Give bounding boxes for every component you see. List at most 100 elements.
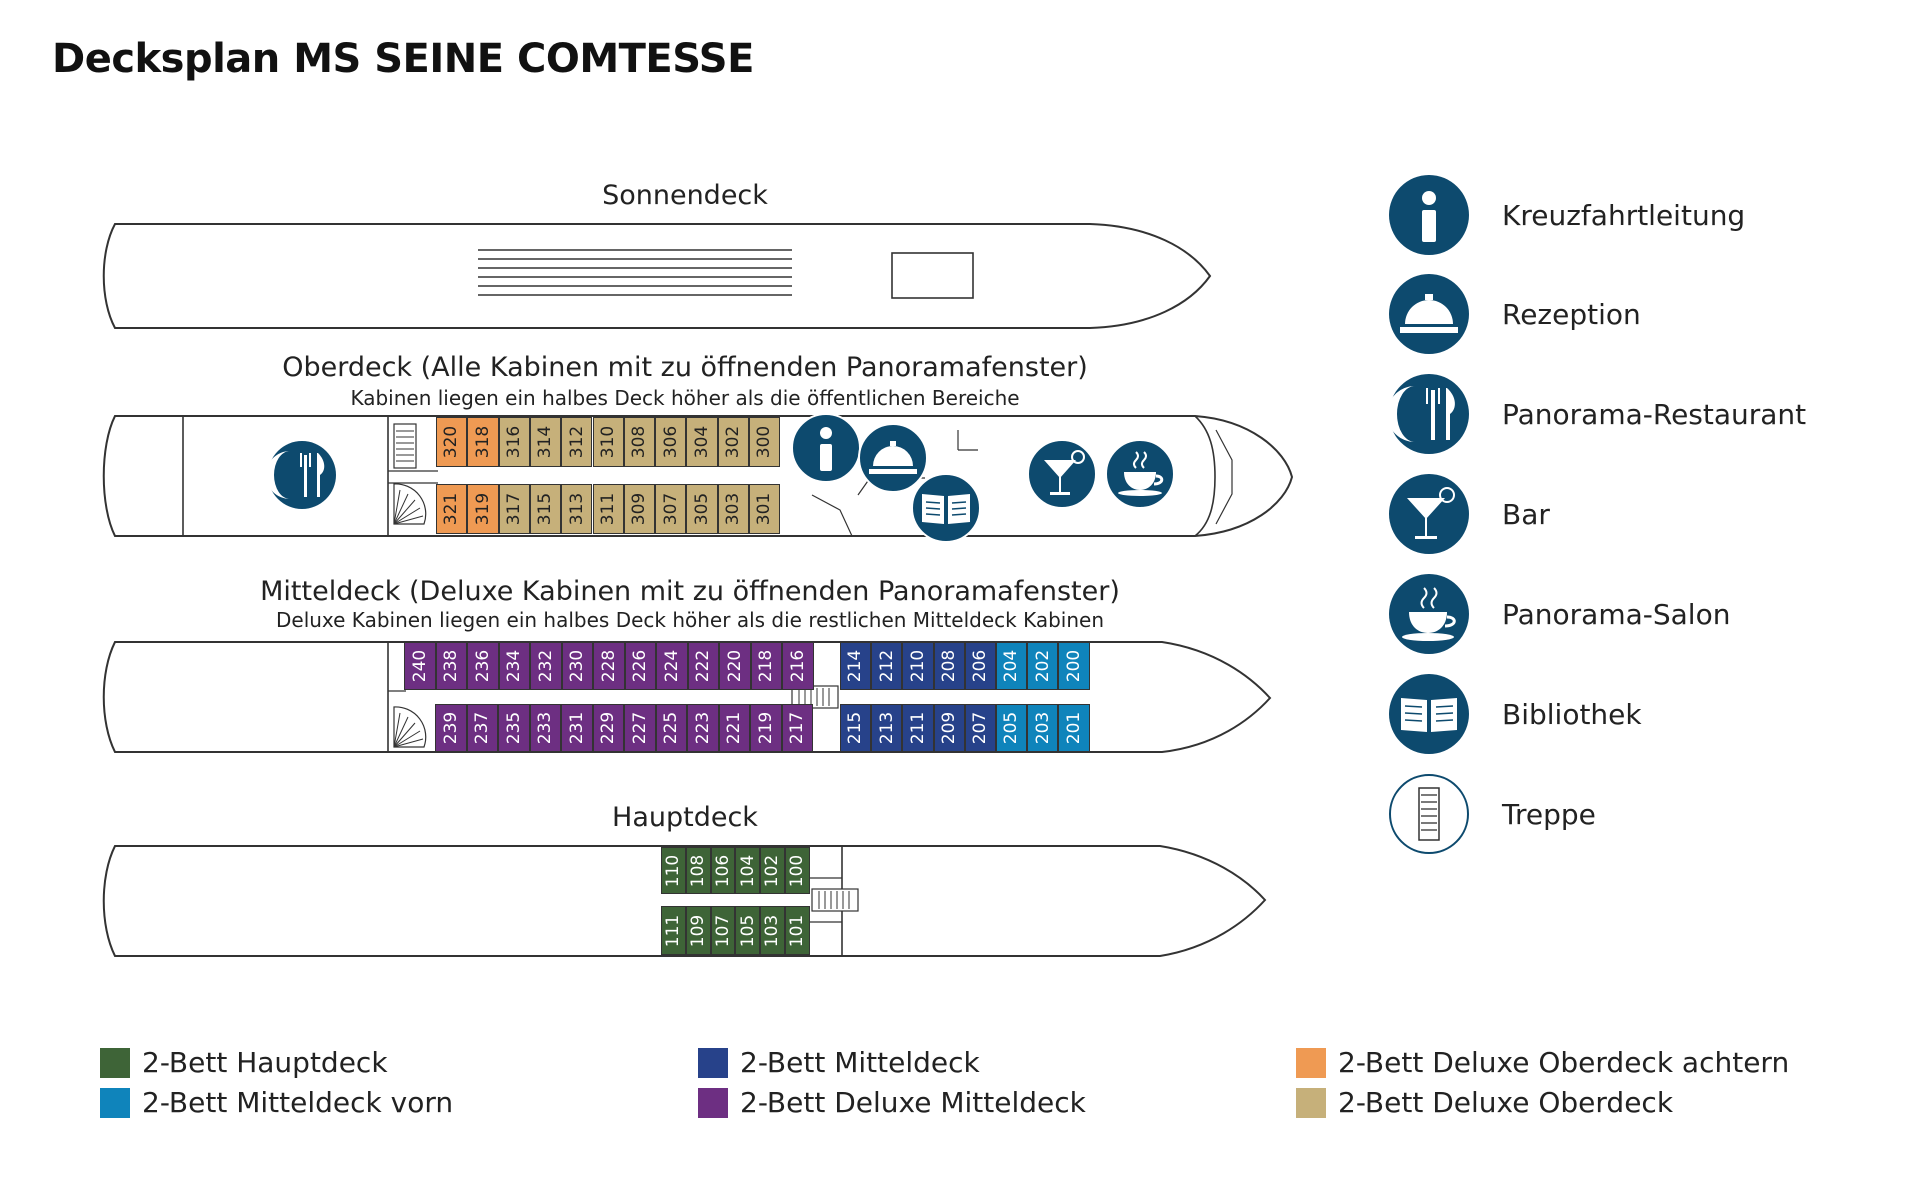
key-label: 2-Bett Hauptdeck <box>142 1046 388 1079</box>
cabin-209[interactable]: 209 <box>933 704 965 752</box>
cabin-203[interactable]: 203 <box>1027 704 1059 752</box>
cabin-224[interactable]: 224 <box>656 642 688 690</box>
stairs-icon <box>1389 774 1469 854</box>
cabin-101[interactable]: 101 <box>785 906 810 955</box>
cabin-221[interactable]: 221 <box>718 704 750 752</box>
legend-treppe: Treppe <box>1388 773 1596 855</box>
cabin-207[interactable]: 207 <box>964 704 996 752</box>
key-label: 2-Bett Deluxe Oberdeck achtern <box>1338 1046 1790 1079</box>
cabin-313[interactable]: 313 <box>561 484 593 534</box>
cabin-213[interactable]: 213 <box>871 704 903 752</box>
cabin-number: 235 <box>503 711 524 745</box>
cabin-314[interactable]: 314 <box>529 417 562 467</box>
cabin-201[interactable]: 201 <box>1058 704 1090 752</box>
cabin-215[interactable]: 215 <box>840 704 872 752</box>
cabin-110[interactable]: 110 <box>661 847 686 894</box>
cabin-305[interactable]: 305 <box>686 484 718 534</box>
cabin-230[interactable]: 230 <box>561 642 593 690</box>
cabin-number: 317 <box>504 492 525 526</box>
cabin-308[interactable]: 308 <box>623 417 656 467</box>
cabin-200[interactable]: 200 <box>1058 642 1090 690</box>
cabin-103[interactable]: 103 <box>760 906 785 955</box>
cabin-number: 214 <box>845 649 866 683</box>
cabin-233[interactable]: 233 <box>529 704 561 752</box>
cabin-315[interactable]: 315 <box>529 484 562 534</box>
cabin-219[interactable]: 219 <box>750 704 782 752</box>
cabin-218[interactable]: 218 <box>750 642 782 690</box>
cabin-number: 205 <box>1001 711 1022 745</box>
cabin-214[interactable]: 214 <box>840 642 872 690</box>
cabin-306[interactable]: 306 <box>655 417 687 467</box>
cabin-317[interactable]: 317 <box>498 484 530 534</box>
cabin-228[interactable]: 228 <box>593 642 625 690</box>
cabin-321[interactable]: 321 <box>436 484 468 534</box>
cabin-312[interactable]: 312 <box>561 417 593 467</box>
cabin-number: 308 <box>629 425 650 459</box>
cabin-number: 230 <box>567 649 588 683</box>
cabin-237[interactable]: 237 <box>466 704 498 752</box>
cabin-223[interactable]: 223 <box>687 704 719 752</box>
oberdeck-label: Oberdeck (Alle Kabinen mit zu öffnenden … <box>282 352 1088 383</box>
cabin-240[interactable]: 240 <box>404 642 436 690</box>
cabin-300[interactable]: 300 <box>749 417 781 467</box>
cabin-109[interactable]: 109 <box>685 906 711 955</box>
key-label: 2-Bett Mitteldeck vorn <box>142 1086 454 1119</box>
cabin-232[interactable]: 232 <box>530 642 562 690</box>
cabin-211[interactable]: 211 <box>902 704 934 752</box>
cabin-236[interactable]: 236 <box>467 642 499 690</box>
cabin-210[interactable]: 210 <box>902 642 934 690</box>
cabin-107[interactable]: 107 <box>710 906 736 955</box>
key-label: 2-Bett Deluxe Oberdeck <box>1338 1086 1674 1119</box>
cabin-number: 106 <box>712 854 733 887</box>
cabin-number: 102 <box>762 854 783 887</box>
cabin-222[interactable]: 222 <box>687 642 719 690</box>
cabin-239[interactable]: 239 <box>435 704 467 752</box>
cabin-number: 320 <box>441 425 462 459</box>
cabin-310[interactable]: 310 <box>592 417 624 467</box>
cabin-104[interactable]: 104 <box>735 847 761 894</box>
cabin-number: 238 <box>441 649 462 683</box>
cabin-212[interactable]: 212 <box>871 642 903 690</box>
cabin-227[interactable]: 227 <box>624 704 656 752</box>
cabin-307[interactable]: 307 <box>655 484 687 534</box>
cabin-226[interactable]: 226 <box>624 642 656 690</box>
cabin-208[interactable]: 208 <box>933 642 965 690</box>
cabin-303[interactable]: 303 <box>717 484 749 534</box>
cabin-216[interactable]: 216 <box>782 642 814 690</box>
cabin-234[interactable]: 234 <box>498 642 530 690</box>
cabin-204[interactable]: 204 <box>996 642 1028 690</box>
cabin-217[interactable]: 217 <box>781 704 813 752</box>
cabin-102[interactable]: 102 <box>760 847 785 894</box>
cabin-number: 209 <box>939 711 960 745</box>
cabin-220[interactable]: 220 <box>719 642 751 690</box>
legend-panorama-salon: Panorama-Salon <box>1388 573 1730 655</box>
legend-label: Treppe <box>1502 797 1596 831</box>
cabin-111[interactable]: 111 <box>661 906 686 955</box>
cabin-205[interactable]: 205 <box>996 704 1028 752</box>
cabin-108[interactable]: 108 <box>685 847 711 894</box>
cabin-235[interactable]: 235 <box>498 704 530 752</box>
cabin-229[interactable]: 229 <box>592 704 624 752</box>
cabin-206[interactable]: 206 <box>964 642 996 690</box>
cabin-105[interactable]: 105 <box>735 906 761 955</box>
cabin-316[interactable]: 316 <box>498 417 530 467</box>
legend-panorama-restaurant: Panorama-Restaurant <box>1388 373 1806 455</box>
cabin-301[interactable]: 301 <box>749 484 781 534</box>
cabin-number: 236 <box>472 649 493 683</box>
cabin-318[interactable]: 318 <box>467 417 499 467</box>
cabin-319[interactable]: 319 <box>467 484 499 534</box>
cabin-302[interactable]: 302 <box>717 417 749 467</box>
cabin-311[interactable]: 311 <box>592 484 624 534</box>
cabin-309[interactable]: 309 <box>623 484 656 534</box>
sonnendeck-label: Sonnendeck <box>602 180 768 211</box>
cabin-225[interactable]: 225 <box>655 704 687 752</box>
cabin-number: 101 <box>787 914 808 947</box>
cabin-number: 232 <box>535 649 556 683</box>
cabin-238[interactable]: 238 <box>435 642 467 690</box>
cabin-231[interactable]: 231 <box>561 704 593 752</box>
cabin-304[interactable]: 304 <box>686 417 718 467</box>
cabin-202[interactable]: 202 <box>1027 642 1059 690</box>
cabin-106[interactable]: 106 <box>710 847 736 894</box>
cabin-100[interactable]: 100 <box>785 847 810 894</box>
cabin-320[interactable]: 320 <box>436 417 468 467</box>
